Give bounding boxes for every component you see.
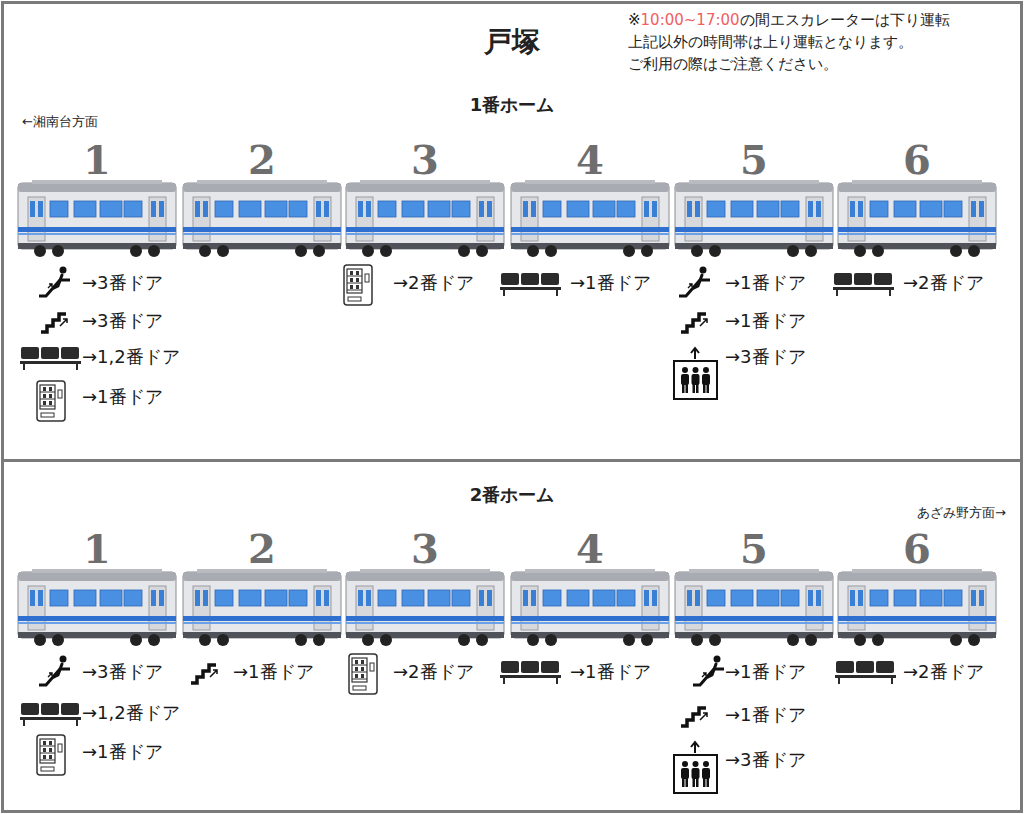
car-number: 4	[511, 527, 669, 571]
notice-line: ※10:00~17:00の間エスカレーターは下り運転	[628, 9, 950, 31]
door-label: →2番ドア	[903, 271, 984, 295]
stairs-icon	[681, 314, 707, 332]
door-label: →2番ドア	[903, 660, 984, 684]
notice-text: ご利用の際はご注意ください。	[628, 55, 838, 73]
vend-icon	[37, 381, 65, 421]
door-label: →2番ドア	[393, 271, 474, 295]
esc-icon	[39, 656, 70, 686]
door-label: →1番ドア	[570, 271, 651, 295]
bench-icon	[835, 661, 896, 684]
train-car	[838, 180, 996, 257]
esc-icon	[679, 267, 710, 297]
stairs-icon	[681, 708, 707, 726]
car-number: 2	[183, 527, 341, 571]
car-number: 1	[18, 527, 176, 571]
door-label: →1番ドア	[725, 703, 806, 727]
stairs-icon	[41, 314, 67, 332]
car-number: 3	[346, 527, 504, 571]
door-label: →1,2番ドア	[82, 345, 180, 369]
train-car	[346, 180, 504, 257]
elev-icon	[674, 348, 717, 399]
stairs-icon	[191, 665, 217, 683]
notice-text: の間エスカレーターは下り運転	[740, 11, 950, 29]
esc-icon	[39, 267, 70, 297]
train-car	[346, 569, 504, 646]
door-label: →1番ドア	[82, 740, 163, 764]
door-label: →3番ドア	[82, 309, 163, 333]
notice-text: 上記以外の時間帯は上り運転となります。	[628, 33, 913, 51]
door-label: →3番ドア	[82, 271, 163, 295]
notice-text: ※	[628, 11, 641, 29]
bench-icon	[500, 661, 561, 684]
esc-icon	[693, 656, 724, 686]
train-car	[511, 569, 669, 646]
train-car	[183, 180, 341, 257]
station-title: 戸塚	[412, 24, 612, 60]
door-label: →1番ドア	[570, 660, 651, 684]
train-car	[183, 569, 341, 646]
car-number: 1	[18, 138, 176, 182]
platform-heading: 2番ホーム	[470, 484, 555, 505]
car-number: 5	[675, 527, 833, 571]
train-car	[675, 180, 833, 257]
train-car	[18, 569, 176, 646]
door-label: →3番ドア	[725, 345, 806, 369]
bench-icon	[833, 273, 894, 296]
car-number: 2	[183, 138, 341, 182]
bench-icon	[20, 347, 81, 370]
notice-block: ※10:00~17:00の間エスカレーターは下り運転上記以外の時間帯は上り運転と…	[628, 9, 950, 75]
door-label: →1番ドア	[725, 309, 806, 333]
door-label: →3番ドア	[82, 660, 163, 684]
platform-heading-row: 2番ホーム	[4, 483, 1020, 507]
car-number: 5	[675, 138, 833, 182]
train-car	[511, 180, 669, 257]
car-number: 4	[511, 138, 669, 182]
notice-line: ご利用の際はご注意ください。	[628, 53, 950, 75]
door-label: →1,2番ドア	[82, 701, 180, 725]
direction-label: ←湘南台方面	[22, 114, 98, 130]
door-label: →1番ドア	[725, 660, 806, 684]
door-label: →1番ドア	[233, 660, 314, 684]
notice-time: 10:00~17:00	[641, 11, 740, 29]
train-car	[675, 569, 833, 646]
platform-heading: 1番ホーム	[470, 94, 555, 115]
car-number: 6	[838, 138, 996, 182]
door-label: →2番ドア	[393, 660, 474, 684]
train-car	[838, 569, 996, 646]
vend-icon	[344, 265, 372, 305]
elev-icon	[674, 742, 717, 793]
direction-label: あざみ野方面→	[917, 505, 1006, 521]
door-label: →3番ドア	[725, 748, 806, 772]
car-number: 6	[838, 527, 996, 571]
platform-heading-row: 1番ホーム	[4, 93, 1020, 117]
bench-icon	[500, 273, 561, 296]
car-number: 3	[346, 138, 504, 182]
train-car	[18, 180, 176, 257]
vend-icon	[349, 654, 377, 694]
door-label: →1番ドア	[82, 385, 163, 409]
door-label: →1番ドア	[725, 271, 806, 295]
notice-line: 上記以外の時間帯は上り運転となります。	[628, 31, 950, 53]
bench-icon	[20, 703, 81, 726]
vend-icon	[37, 735, 65, 775]
